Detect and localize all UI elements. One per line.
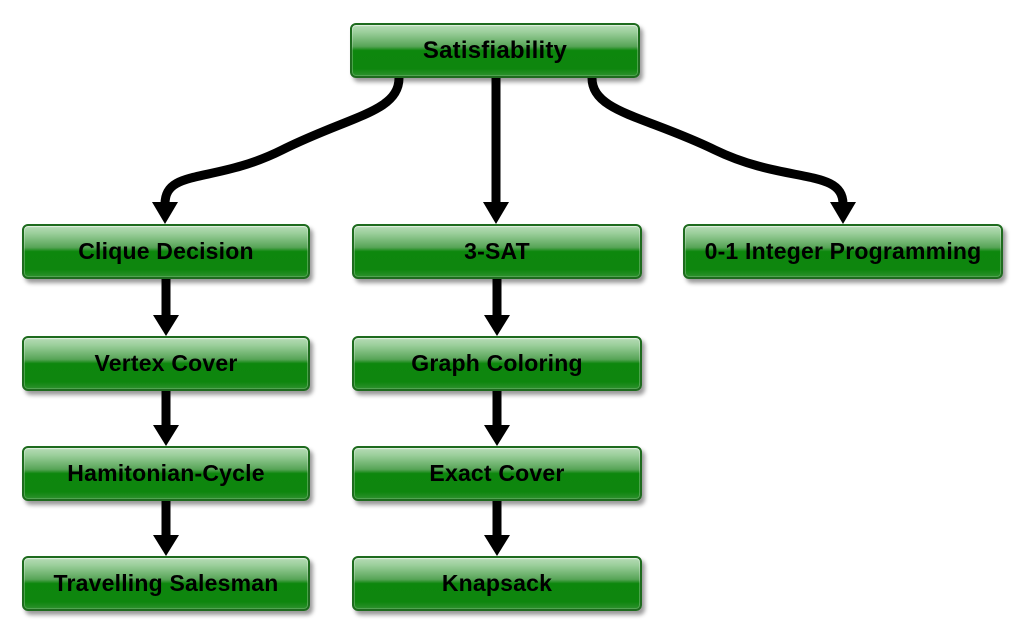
- node-vertex-cover: Vertex Cover: [22, 336, 310, 391]
- node-satisfiability: Satisfiability: [350, 23, 640, 78]
- node-3-sat: 3-SAT: [352, 224, 642, 279]
- edge-satisfiability-3sat: [483, 78, 509, 224]
- edge-3sat-graphcoloring: [484, 279, 510, 336]
- node-exact-cover: Exact Cover: [352, 446, 642, 501]
- edge-satisfiability-integer: [587, 77, 856, 224]
- node-knapsack: Knapsack: [352, 556, 642, 611]
- node-0-1-integer-programming: 0-1 Integer Programming: [683, 224, 1003, 279]
- edge-clique-vertexcover: [153, 279, 179, 336]
- node-graph-coloring: Graph Coloring: [352, 336, 642, 391]
- node-travelling-salesman: Travelling Salesman: [22, 556, 310, 611]
- edge-vertexcover-hamitonian: [153, 391, 179, 446]
- edge-hamitonian-travelling: [153, 501, 179, 556]
- edge-satisfiability-clique: [152, 77, 404, 224]
- node-hamitonian-cycle: Hamitonian-Cycle: [22, 446, 310, 501]
- edge-graphcoloring-exactcover: [484, 391, 510, 446]
- node-clique-decision: Clique Decision: [22, 224, 310, 279]
- edge-exactcover-knapsack: [484, 501, 510, 556]
